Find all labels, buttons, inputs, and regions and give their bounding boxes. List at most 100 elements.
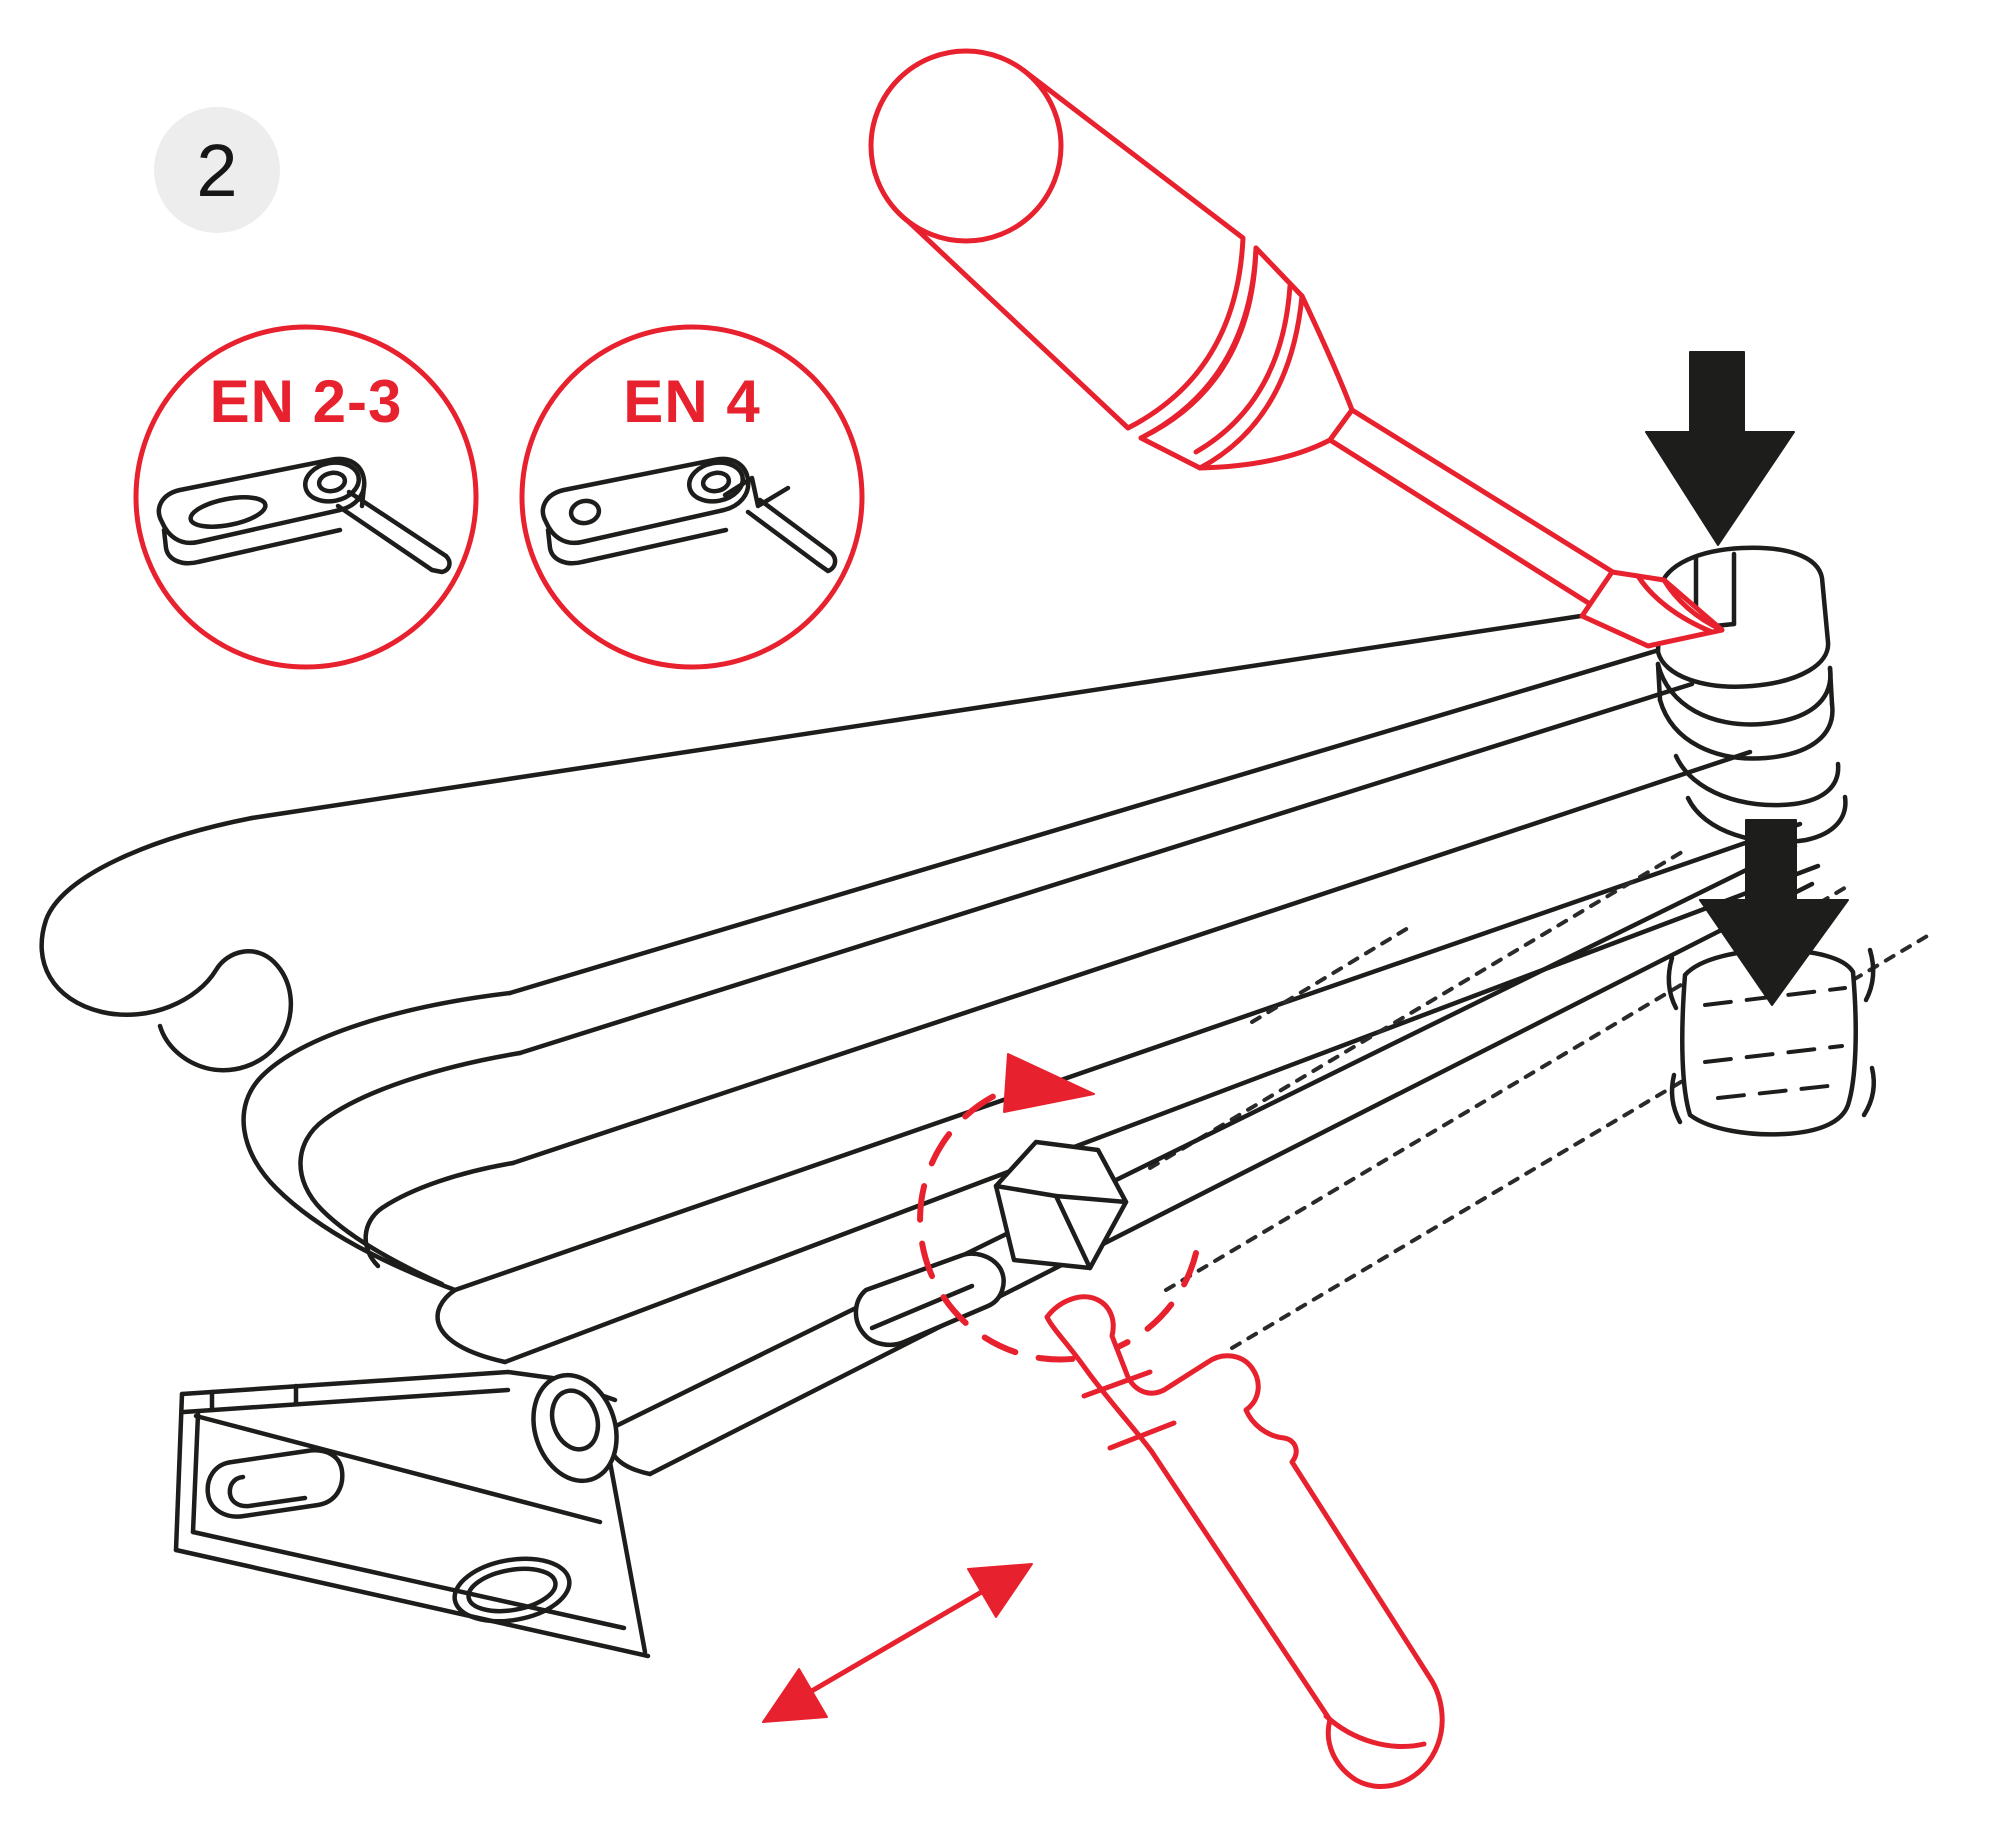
wrench-butt-line (1323, 1713, 1427, 1749)
hex-nut (993, 1139, 1129, 1271)
shoe-pivot-hole (700, 470, 732, 494)
cap-band (1655, 661, 1833, 727)
shoe-arm-link-end (429, 553, 452, 575)
bracket-left-edge (173, 1391, 185, 1553)
step-badge-number: 2 (196, 129, 237, 212)
arm-hook-inner (298, 1050, 523, 1287)
cap-collar-bottom (1685, 794, 1848, 845)
channel-rail-line (502, 863, 1821, 1365)
bracket-slot-hole (205, 1448, 345, 1519)
shoe-spring-link (722, 475, 791, 509)
adjuster-groove (1703, 1044, 1844, 1064)
rod-edge-line (647, 881, 1815, 1477)
shoe-pivot (686, 460, 746, 504)
slide-arrow-head-lower (762, 1668, 828, 1723)
shoe-pivot (302, 460, 362, 504)
adjuster-groove (1716, 1084, 1830, 1100)
screwdriver-blade-tip (1579, 569, 1725, 649)
adjuster-snap-tab (1669, 1072, 1683, 1125)
bracket-slot-hole-inner (227, 1474, 308, 1509)
press-arrow-top-icon (1645, 351, 1795, 546)
hatch-line (1164, 884, 1850, 1292)
screwdriver-shaft (1327, 407, 1619, 607)
shoe-arm-link (335, 503, 435, 573)
callout-circle-en4: EN 4 (519, 324, 865, 670)
bracket-oval-hole (452, 1556, 572, 1624)
screwdriver-handle-end (868, 48, 1064, 244)
cap-band-edge (1655, 661, 1663, 703)
arm-bar-line (249, 597, 1689, 821)
bracket-left-edge-inner (190, 1411, 201, 1535)
callout-circle-en23: EN 2-3 (133, 324, 479, 670)
callout-ring (133, 324, 479, 670)
rotation-arrow-icon (917, 1053, 1199, 1363)
bracket-bottom-edge-inner (190, 1529, 627, 1631)
wrench-neck-line (1081, 1369, 1153, 1399)
arm-bar-line (510, 749, 1753, 1166)
slide-arrow-shaft (807, 1587, 988, 1695)
screwdriver-illustration (868, 48, 1725, 649)
shoe-arm-link (757, 497, 833, 555)
shoe-pivot-hole (316, 470, 348, 494)
adjuster-groove (1703, 986, 1847, 1007)
shoe-hole (568, 498, 602, 526)
door-closer-shoe-detail-en23 (156, 456, 452, 575)
hatch-line (1148, 850, 1684, 1170)
bracket-right-edge (607, 1459, 648, 1655)
step-badge: 2 (154, 107, 280, 233)
adjuster-snap-tab (1666, 955, 1679, 1011)
slider-block (853, 1251, 1006, 1347)
closer-arm-assembly (39, 597, 1821, 1365)
rotation-arrow-head (1003, 1053, 1095, 1113)
cap-band-edge (1827, 665, 1835, 707)
wrench-illustration (1044, 1294, 1445, 1790)
valve-cap-top (1655, 545, 1848, 845)
bracket-top-rim (181, 1387, 511, 1415)
shoe-plate (156, 456, 367, 546)
step-badge-circle (154, 107, 280, 233)
wrench-neck-line (1107, 1420, 1177, 1451)
hex-nut-facet-line (1053, 1193, 1093, 1271)
shoe-plate-thickness (545, 527, 729, 566)
thread-hatch-lines (1148, 850, 1936, 1350)
cap-band-bottom (1657, 697, 1835, 761)
screwdriver-ferrule-ring (1193, 283, 1293, 455)
cap-top-face (1655, 545, 1831, 689)
door-closer-shoe-detail-en4 (540, 456, 838, 574)
rod-edge-line (613, 843, 1798, 1429)
screwdriver-blade-line (1635, 573, 1715, 635)
shoe-arm-link (346, 489, 449, 559)
hatch-line (1250, 926, 1410, 1024)
shoe-slot (188, 495, 268, 529)
hatch-line (1230, 930, 1936, 1350)
shoe-arm-link (745, 509, 821, 567)
arm-bar-line (517, 681, 1695, 1056)
arm-hook-inner (363, 1160, 516, 1269)
press-arrow-bottom-icon (1699, 819, 1849, 1006)
callout-ring (519, 324, 865, 670)
shoe-plate-thickness (161, 527, 343, 566)
pivot-boss-hole (549, 1388, 601, 1452)
slider-block-inner-line (869, 1283, 975, 1331)
cap-collar (1673, 753, 1841, 808)
adjuster-snap-tab (1863, 947, 1876, 1003)
callout-label-en4: EN 4 (623, 368, 760, 435)
bracket-right-edge (505, 1369, 555, 1381)
screwdriver-blade-line (1661, 577, 1725, 633)
channel-rail-line (452, 821, 1803, 1293)
callout-label-en23: EN 2-3 (210, 368, 403, 435)
bracket-diagonal-line (193, 1413, 603, 1525)
bracket-bottom-edge (173, 1547, 651, 1659)
arm-hook-outline (39, 815, 294, 1073)
arm-hook-inner (241, 990, 513, 1293)
channel-left-end (435, 1287, 508, 1365)
arm-bar-line (507, 639, 1689, 996)
bracket-oval-hole-inner (466, 1566, 558, 1614)
wrench-outline (1044, 1294, 1445, 1790)
slide-direction-arrow-icon (762, 1563, 1033, 1723)
mounting-bracket (173, 1369, 651, 1659)
shoe-arm-link-end (815, 549, 838, 574)
screwdriver-handle-ring (1138, 245, 1259, 441)
